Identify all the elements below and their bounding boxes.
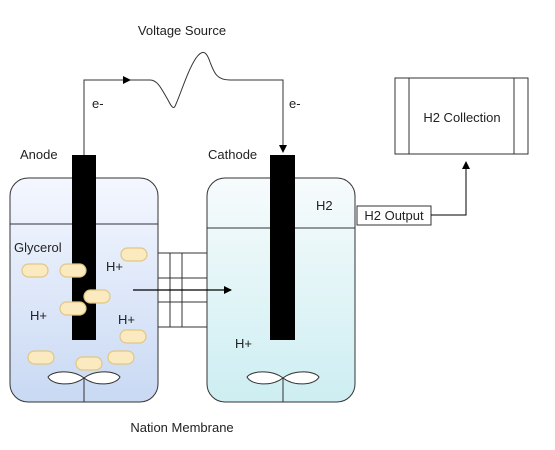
h2-collection-box [394,77,529,155]
cathode-electrode [270,155,295,340]
glycerol-bead [120,247,148,262]
glycerol-bead [59,263,87,278]
membrane-label: Nation Membrane [130,420,233,435]
glycerol-bead [21,263,49,278]
proton-label-anode-1: H+ [106,259,123,274]
electron-label-anode: e- [92,96,104,111]
voltage-source-label: Voltage Source [138,23,226,38]
anode-label: Anode [20,147,58,162]
proton-label-anode-3: H+ [118,312,135,327]
anode-stirrer [47,371,121,402]
h2-output-connector [431,161,470,216]
h2-collection-label: H2 Collection [423,110,500,125]
h2-gas-label: H2 [316,198,333,213]
circuit-wire-left [83,79,150,155]
electron-label-cathode: e- [289,96,301,111]
glycerol-beads [21,247,148,371]
proton-label-cathode: H+ [235,336,252,351]
cathode-stirrer [246,371,320,402]
cathode-label: Cathode [208,147,257,162]
glycerol-bead [119,329,147,344]
h2-output-label: H2 Output [364,208,424,223]
glycerol-bead [75,356,103,371]
proton-label-anode-2: H+ [30,308,47,323]
circuit-wire-right [230,79,284,150]
voltage-source-waveform [149,52,231,108]
glycerol-bead [107,350,135,365]
glycerol-label: Glycerol [14,240,62,255]
glycerol-bead [27,350,55,365]
glycerol-bead [83,289,111,304]
glycerol-bead [59,301,87,316]
